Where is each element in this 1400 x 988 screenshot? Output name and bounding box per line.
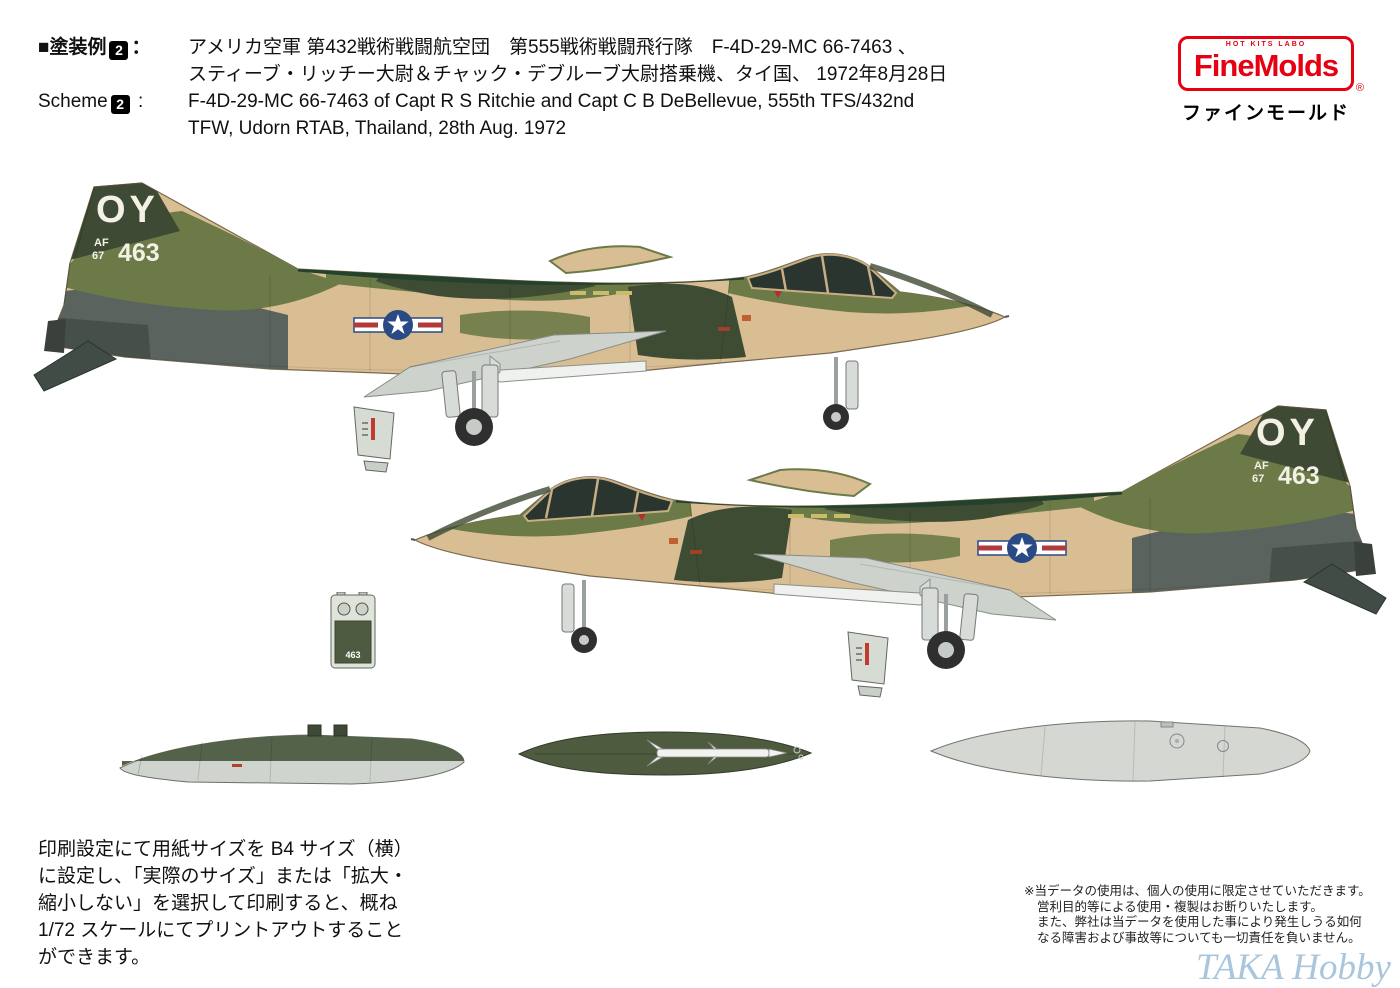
aircraft-profile-top: OY AF 67 463	[30, 165, 1010, 465]
finemolds-tagline: HOT KITS LABO	[1225, 41, 1307, 48]
usage-disclaimer: ※当データの使用は、個人の使用に限定させていただきます。 営利目的等による使用・…	[1024, 884, 1371, 946]
finemolds-kana: ファインモールド	[1181, 103, 1350, 124]
tail-67-bottom: 67	[1252, 473, 1264, 485]
scheme-number-badge: 2	[109, 41, 129, 60]
scheme-text-jp-line2: スティーブ・リッチー大尉＆チャック・デブルーブ大尉搭乗機、タイ国、 1972年8…	[188, 64, 948, 85]
disclaimer-line: また、弊社は当データを使用した事により発生しうる如何	[1037, 915, 1362, 929]
tank-plan-view	[929, 720, 1311, 782]
aircraft-top-tail-markings: OY AF 67 463	[92, 189, 160, 267]
missile-silhouette	[646, 739, 788, 767]
tail-af-bottom: AF	[1254, 460, 1269, 472]
wing-tank-with-missile	[517, 731, 813, 776]
gear-door-serial: 463	[345, 650, 360, 660]
tail-code-top: OY	[96, 189, 159, 231]
taka-hobby-watermark: TAKA Hobby	[1196, 947, 1391, 988]
splitter-artwork	[353, 406, 395, 473]
tail-af-top: AF	[94, 237, 109, 249]
tail-serial-bottom: 463	[1278, 462, 1320, 490]
scheme-text-en-line1: F-4D-29-MC 66-7463 of Capt R S Ritchie a…	[188, 91, 915, 112]
disclaimer-line: 営利目的等による使用・複製はお断りいたします。	[1037, 899, 1323, 914]
aircraft-bottom-tail-markings: OY AF 67 463	[1252, 412, 1320, 490]
aircraft-profile-bottom: OY AF 67 463	[410, 388, 1390, 688]
gear-door-part: 463	[330, 592, 376, 669]
tail-serial-top: 463	[118, 239, 160, 267]
disclaimer-line: ※当データの使用は、個人の使用に限定させていただきます。	[1024, 884, 1371, 898]
finemolds-logo-box: HOT KITS LABO FineMolds ®	[1178, 36, 1364, 94]
disclaimer-line: なる障害および事故等についても一切責任を負いません。	[1037, 930, 1361, 945]
centerline-tank-side-view	[119, 724, 465, 785]
print-note-line: ができます。	[38, 947, 151, 968]
tail-code-bottom: OY	[1256, 412, 1319, 454]
print-note-line: に設定し、「実際のサイズ」または「拡大・	[38, 866, 408, 887]
print-instructions: 印刷設定にて用紙サイズを B4 サイズ（横） に設定し、「実際のサイズ」または「…	[38, 836, 413, 971]
aircraft-bottom-artwork	[411, 402, 1386, 669]
header-row-jp-2: スティーブ・リッチー大尉＆チャック・デブルーブ大尉搭乗機、タイ国、 1972年8…	[38, 61, 1098, 88]
finemolds-brand: FineMolds	[1193, 48, 1339, 83]
splitter-plate-part-bottom	[847, 631, 889, 698]
splitter-plate-part-top	[353, 406, 395, 473]
scheme-text-jp-line1: アメリカ空軍 第432戦術戦闘航空団 第555戦術戦闘飛行隊 F-4D-29-M…	[188, 37, 917, 58]
scheme-text-en-line2: TFW, Udorn RTAB, Thailand, 28th Aug. 197…	[188, 118, 567, 139]
splitter-artwork	[847, 631, 889, 698]
tail-67-top: 67	[92, 250, 104, 262]
scheme-number-badge-en: 2	[110, 95, 130, 114]
finemolds-logo: HOT KITS LABO FineMolds ® ファインモールド	[1178, 36, 1364, 125]
print-note-line: 縮小しない」を選択して印刷すると、概ね	[38, 893, 398, 914]
print-note-line: 印刷設定にて用紙サイズを B4 サイズ（横）	[38, 839, 413, 860]
registered-mark: ®	[1355, 82, 1364, 94]
header-row-en-2: TFW, Udorn RTAB, Thailand, 28th Aug. 197…	[38, 115, 1098, 142]
print-note-line: 1/72 スケールにてプリントアウトすること	[38, 920, 404, 941]
